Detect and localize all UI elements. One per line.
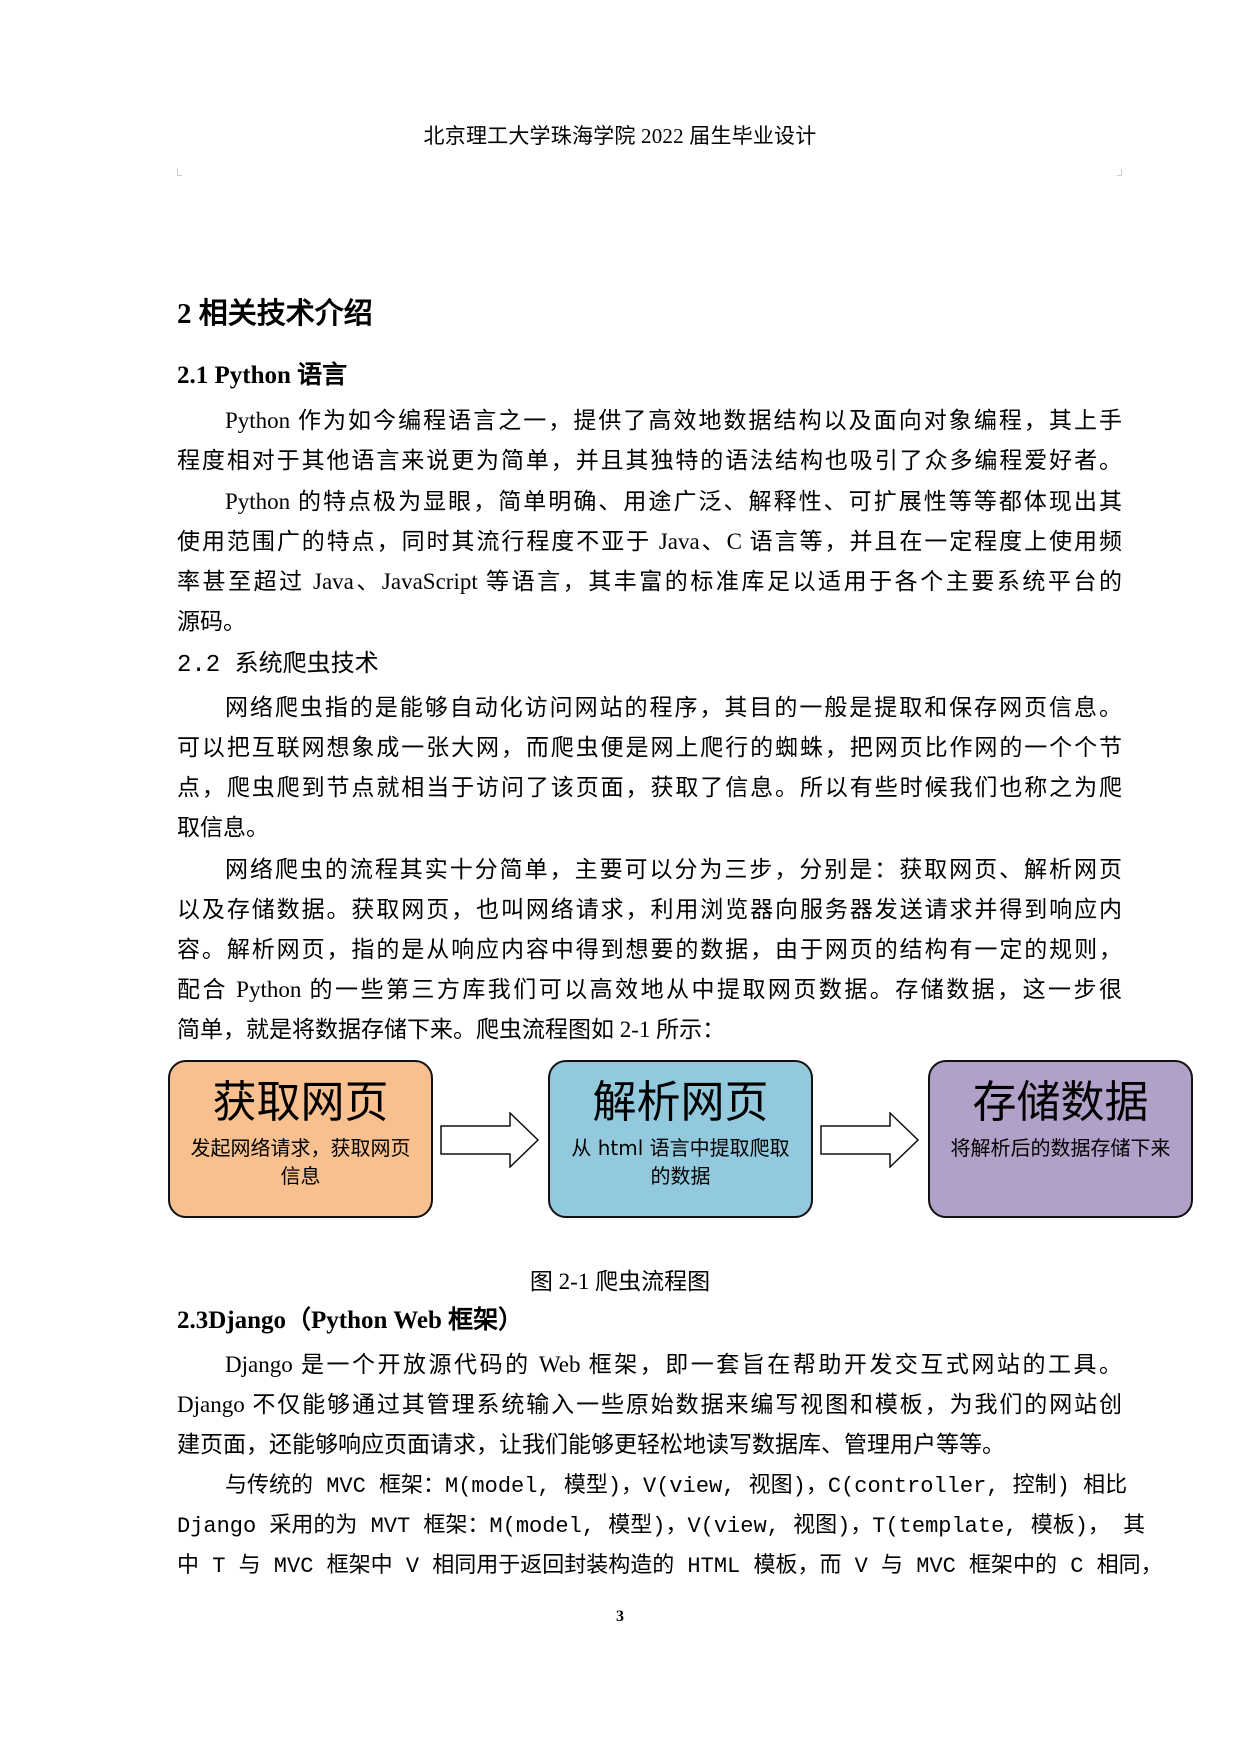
paragraph-line: Python 的特点极为显眼，简单明确、用途广泛、解释性、可扩展性等等都体现出其 (225, 489, 1122, 514)
flow-node-title: 存储数据 (972, 1077, 1149, 1128)
paragraph-line: 可以把互联网想象成一张大网，而爬虫便是网上爬行的蜘蛛，把网页比作网的一个个节 (177, 735, 1122, 760)
chapter-title: 2 相关技术介绍 (177, 298, 373, 330)
flow-node-desc: 从 html 语言中提取爬取的数据 (571, 1136, 790, 1188)
paragraph-line: 率甚至超过 Java、JavaScript 等语言，其丰富的标准库足以适用于各个… (177, 569, 1122, 594)
paragraph-line: 中 T 与 MVC 框架中 V 相同用于返回封装构造的 HTML 模板，而 V … (177, 1554, 1163, 1579)
paragraph-line: 与传统的 MVC 框架：M(model, 模型)，V(view, 视图)，C(c… (225, 1474, 1128, 1499)
right-block-arrow-icon (440, 1112, 540, 1168)
paragraph-line: 容。解析网页，指的是从响应内容中得到想要的数据，由于网页的结构有一定的规则， (177, 937, 1122, 962)
flow-node-store: 存储数据 将解析后的数据存储下来 (928, 1060, 1193, 1218)
flow-node-parse: 解析网页 从 html 语言中提取爬取的数据 (548, 1060, 813, 1218)
paragraph-line: 源码。 (177, 609, 246, 634)
figure-caption: 图 2-1 爬虫流程图 (529, 1269, 711, 1294)
page-header: 北京理工大学珠海学院 2022 届生毕业设计 (423, 124, 817, 148)
paragraph-line: 以及存储数据。获取网页，也叫网络请求，利用浏览器向服务器发送请求并得到响应内 (177, 897, 1122, 922)
paragraph-line: 取信息。 (177, 815, 269, 840)
paragraph-line: 网络爬虫的流程其实十分简单，主要可以分为三步，分别是：获取网页、解析网页 (225, 857, 1122, 882)
flow-node-fetch: 获取网页 发起网络请求，获取网页信息 (168, 1060, 433, 1218)
paragraph-line: 点，爬虫爬到节点就相当于访问了该页面，获取了信息。所以有些时候我们也称之为爬 (177, 775, 1122, 800)
paragraph-line: 配合 Python 的一些第三方库我们可以高效地从中提取网页数据。存储数据，这一… (177, 977, 1122, 1002)
margin-corner-mark-right (1117, 169, 1122, 176)
margin-corner-mark-left (177, 169, 182, 176)
paragraph-line: 建页面，还能够响应页面请求，让我们能够更轻松地读写数据库、管理用户等等。 (177, 1432, 1005, 1457)
section-heading-2-3: 2.3Django（Python Web 框架） (177, 1307, 524, 1334)
paragraph-line: 简单，就是将数据存储下来。爬虫流程图如 2-1 所示： (177, 1017, 726, 1042)
section-heading-2-1: 2.1 Python 语言 (177, 362, 348, 389)
flow-node-title: 获取网页 (212, 1077, 389, 1128)
page-number: 3 (616, 1608, 624, 1625)
paragraph-line: 网络爬虫指的是能够自动化访问网站的程序，其目的一般是提取和保存网页信息。 (225, 695, 1122, 720)
flow-node-desc: 发起网络请求，获取网页信息 (190, 1136, 411, 1188)
section-heading-2-2: 2.2 系统爬虫技术 (177, 652, 379, 679)
paragraph-line: Django 是一个开放源代码的 Web 框架，即一套旨在帮助开发交互式网站的工… (225, 1352, 1122, 1377)
crawler-flowchart: 获取网页 发起网络请求，获取网页信息 解析网页 从 html 语言中提取爬取的数… (168, 1060, 1198, 1230)
paragraph-line: Python 作为如今编程语言之一，提供了高效地数据结构以及面向对象编程，其上手 (225, 408, 1122, 433)
paragraph-line: Django 不仅能够通过其管理系统输入一些原始数据来编写视图和模板，为我们的网… (177, 1392, 1122, 1417)
flow-node-desc: 将解析后的数据存储下来 (950, 1136, 1171, 1160)
paragraph-line: Django 采用的为 MVT 框架：M(model, 模型)，V(view, … (177, 1514, 1146, 1539)
paragraph-line: 使用范围广的特点，同时其流行程度不亚于 Java、C 语言等，并且在一定程度上使… (177, 529, 1122, 554)
flow-node-title: 解析网页 (592, 1077, 769, 1128)
paragraph-line: 程度相对于其他语言来说更为简单，并且其独特的语法结构也吸引了众多编程爱好者。 (177, 448, 1122, 473)
right-block-arrow-icon (820, 1112, 920, 1168)
